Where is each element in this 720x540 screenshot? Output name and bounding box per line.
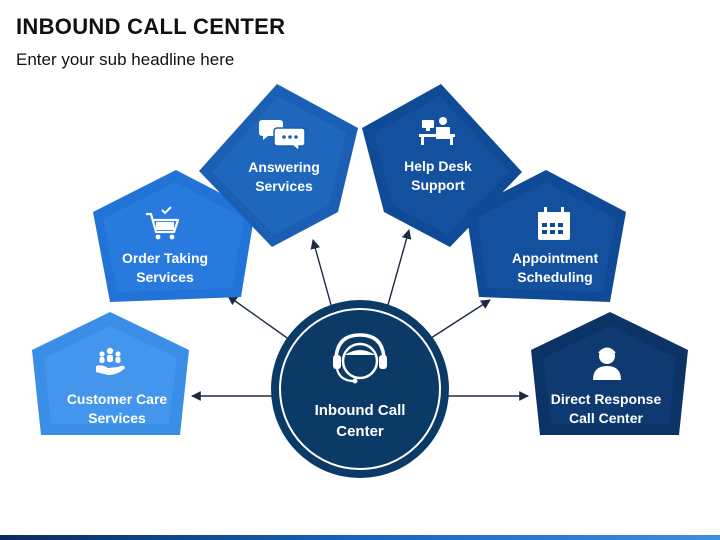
node-label-line2: Services: [255, 178, 313, 194]
node-label-line2: Support: [411, 177, 465, 193]
node-label-line1: Direct Response: [551, 391, 662, 407]
node-order-taking: Order Taking Services: [93, 170, 255, 302]
center-label-line1: Inbound Call: [315, 402, 406, 419]
node-customer-care: Customer Care Services: [32, 312, 189, 435]
calendar-icon: [538, 207, 570, 240]
footer-accent-bar: [0, 535, 720, 540]
node-inner-shape: [212, 96, 346, 235]
help-desk-icon: [419, 117, 455, 145]
arrow-answering: [310, 239, 334, 313]
node-answering: Answering Services: [199, 84, 358, 247]
node-label-line1: Order Taking: [122, 250, 208, 266]
node-label-line1: Customer Care: [67, 391, 168, 407]
chat-bubbles-icon: [259, 120, 306, 153]
headset-agent-icon: [333, 333, 387, 384]
user-icon: [593, 347, 621, 380]
node-label-line2: Services: [88, 410, 146, 426]
node-label-line2: Services: [136, 269, 194, 285]
node-label-line1: Answering: [248, 159, 320, 175]
node-inner-shape: [44, 326, 177, 424]
node-label-line1: Appointment: [512, 250, 599, 266]
connectors: [191, 229, 529, 401]
page-title: INBOUND CALL CENTER: [16, 14, 286, 39]
node-label-line1: Help Desk: [404, 158, 472, 174]
node-inner-shape: [374, 96, 509, 235]
center-label-line2: Center: [336, 423, 384, 440]
node-direct-response: Direct Response Call Center: [531, 312, 688, 435]
page-subtitle: Enter your sub headline here: [16, 50, 235, 69]
center-node: Inbound Call Center: [271, 300, 449, 478]
node-appointment: Appointment Scheduling: [466, 170, 626, 302]
people-hand-icon: [96, 347, 125, 375]
arrow-appointment: [427, 299, 491, 341]
arrow-help-desk: [385, 229, 412, 313]
shopping-cart-icon: [146, 206, 180, 240]
center-inner-ring: [279, 308, 441, 470]
node-label-line2: Scheduling: [517, 269, 592, 285]
node-label-line2: Call Center: [569, 410, 643, 426]
arrow-order-taking: [227, 295, 291, 341]
